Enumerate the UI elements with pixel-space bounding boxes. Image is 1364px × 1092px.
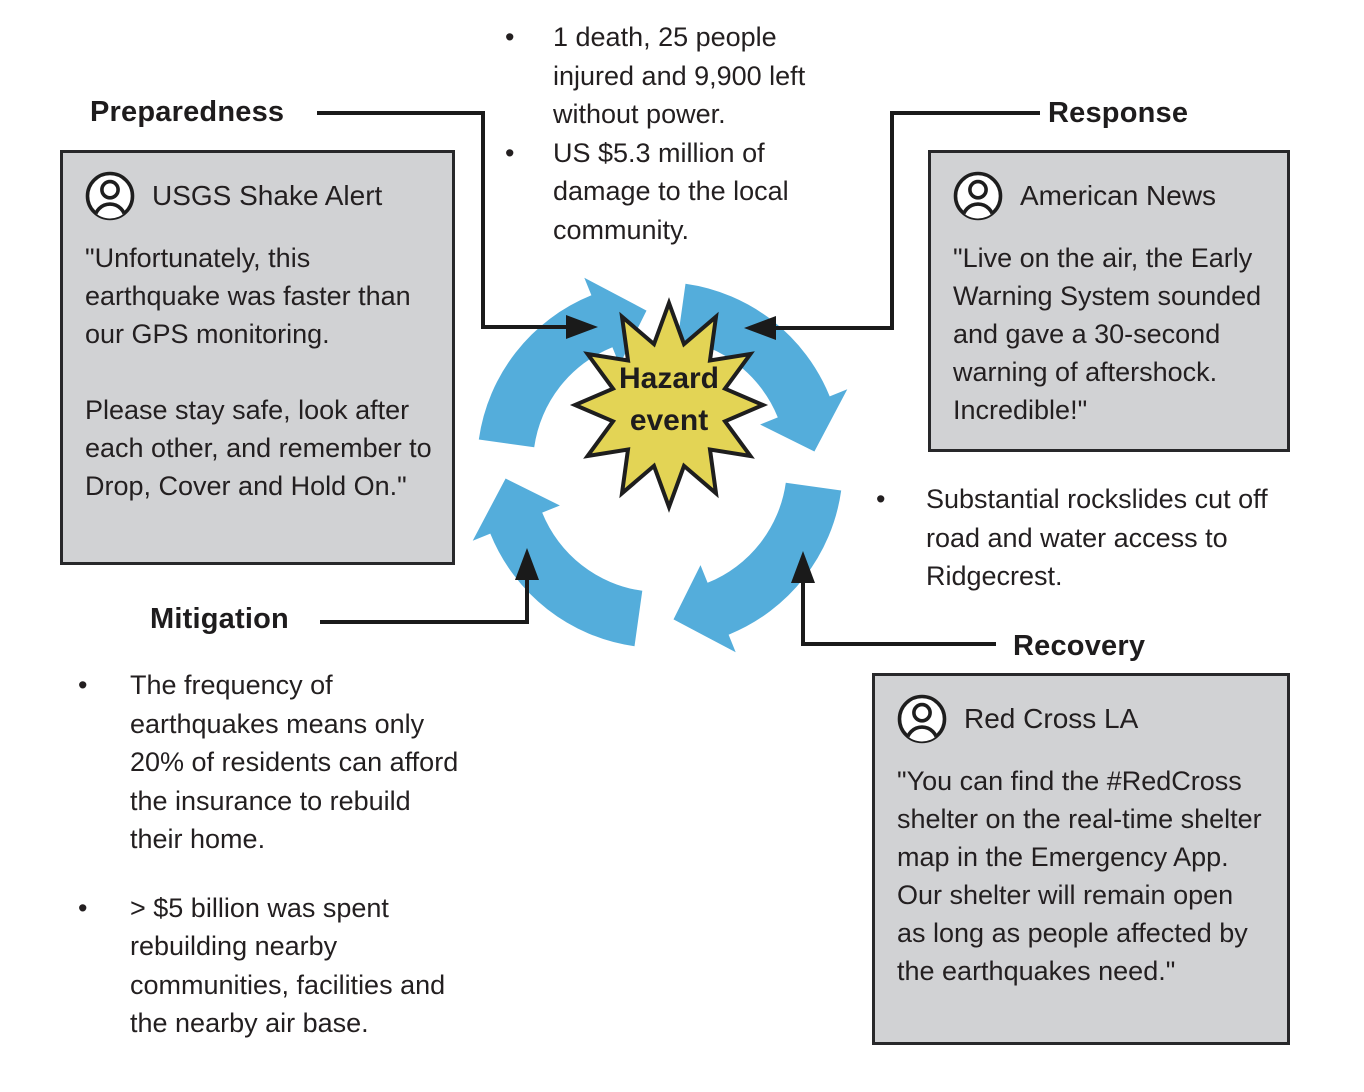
connector-preparedness (317, 111, 566, 329)
arrowhead-preparedness-icon (566, 315, 598, 339)
top-impact-bullets: • 1 death, 25 people injured and 9,900 l… (505, 18, 835, 249)
bullet-icon: • (876, 484, 886, 514)
preparedness-card-header: USGS Shake Alert (83, 169, 432, 223)
bullet-text: US $5.3 million of damage to the local c… (553, 137, 789, 245)
source-name: Red Cross LA (964, 703, 1139, 734)
arrowhead-mitigation-icon (515, 548, 539, 580)
bullet-icon: • (78, 892, 88, 923)
list-item: • US $5.3 million of damage to the local… (505, 134, 835, 250)
bullet-icon: • (505, 22, 515, 52)
right-impact-bullets: • Substantial rockslides cut off road an… (876, 480, 1276, 596)
response-card: American News "Live on the air, the Earl… (928, 150, 1290, 452)
recovery-card-header: Red Cross LA (895, 692, 1267, 746)
connector-response (776, 111, 1040, 330)
cycle-arrow-top-right (677, 283, 848, 452)
user-avatar-icon (953, 171, 1003, 221)
bullet-text: > $5 billion was spent rebuilding nearby… (130, 892, 446, 1039)
quote-text: "Unfortunately, this earthquake was fast… (85, 243, 411, 349)
list-item: • 1 death, 25 people injured and 9,900 l… (505, 18, 835, 134)
source-name: American News (1020, 180, 1217, 211)
user-avatar-icon (897, 694, 947, 744)
connector-mitigation (320, 580, 529, 624)
quote-text: Please stay safe, look after each other,… (85, 395, 432, 501)
quote-text: "You can find the #RedCross shelter on t… (897, 766, 1262, 986)
connector-arrowheads (515, 315, 815, 583)
list-item: • > $5 billion was spent rebuilding near… (78, 889, 468, 1043)
hazard-event-line1: Hazard (618, 362, 720, 395)
source-name: USGS Shake Alert (152, 180, 383, 211)
hazard-event-line2: event (629, 404, 709, 437)
hazard-starburst-icon (569, 297, 769, 513)
arrowhead-response-icon (744, 316, 776, 340)
bullet-icon: • (505, 137, 515, 168)
response-card-header: American News (951, 169, 1267, 223)
hazard-event-label: Hazard event (575, 358, 763, 442)
mitigation-bullets: • The frequency of earthquakes means onl… (78, 666, 468, 1043)
phase-label-preparedness: Preparedness (90, 96, 285, 128)
user-avatar-icon (85, 171, 135, 221)
cycle-arrows (472, 277, 848, 653)
cycle-arrow-top-left (478, 277, 647, 448)
arrowhead-recovery-icon (791, 551, 815, 583)
bullet-text: 1 death, 25 people injured and 9,900 lef… (553, 22, 806, 129)
bullet-text: The frequency of earthquakes means only … (130, 670, 459, 854)
cycle-arrow-bottom-right (673, 482, 842, 653)
bullet-icon: • (78, 670, 88, 700)
quote-text: "Live on the air, the Early Warning Syst… (953, 243, 1262, 425)
phase-label-mitigation: Mitigation (150, 603, 289, 635)
list-item: • The frequency of earthquakes means onl… (78, 666, 468, 859)
recovery-card: Red Cross LA "You can find the #RedCross… (872, 673, 1290, 1045)
bullet-text: Substantial rockslides cut off road and … (926, 484, 1268, 591)
connector-recovery (801, 583, 996, 646)
phase-label-response: Response (1048, 97, 1189, 129)
phase-label-recovery: Recovery (1013, 630, 1146, 662)
preparedness-card: USGS Shake Alert "Unfortunately, this ea… (60, 150, 455, 565)
connector-lines (317, 111, 1040, 646)
list-item: • Substantial rockslides cut off road an… (876, 480, 1276, 596)
cycle-arrow-bottom-left (472, 478, 643, 647)
